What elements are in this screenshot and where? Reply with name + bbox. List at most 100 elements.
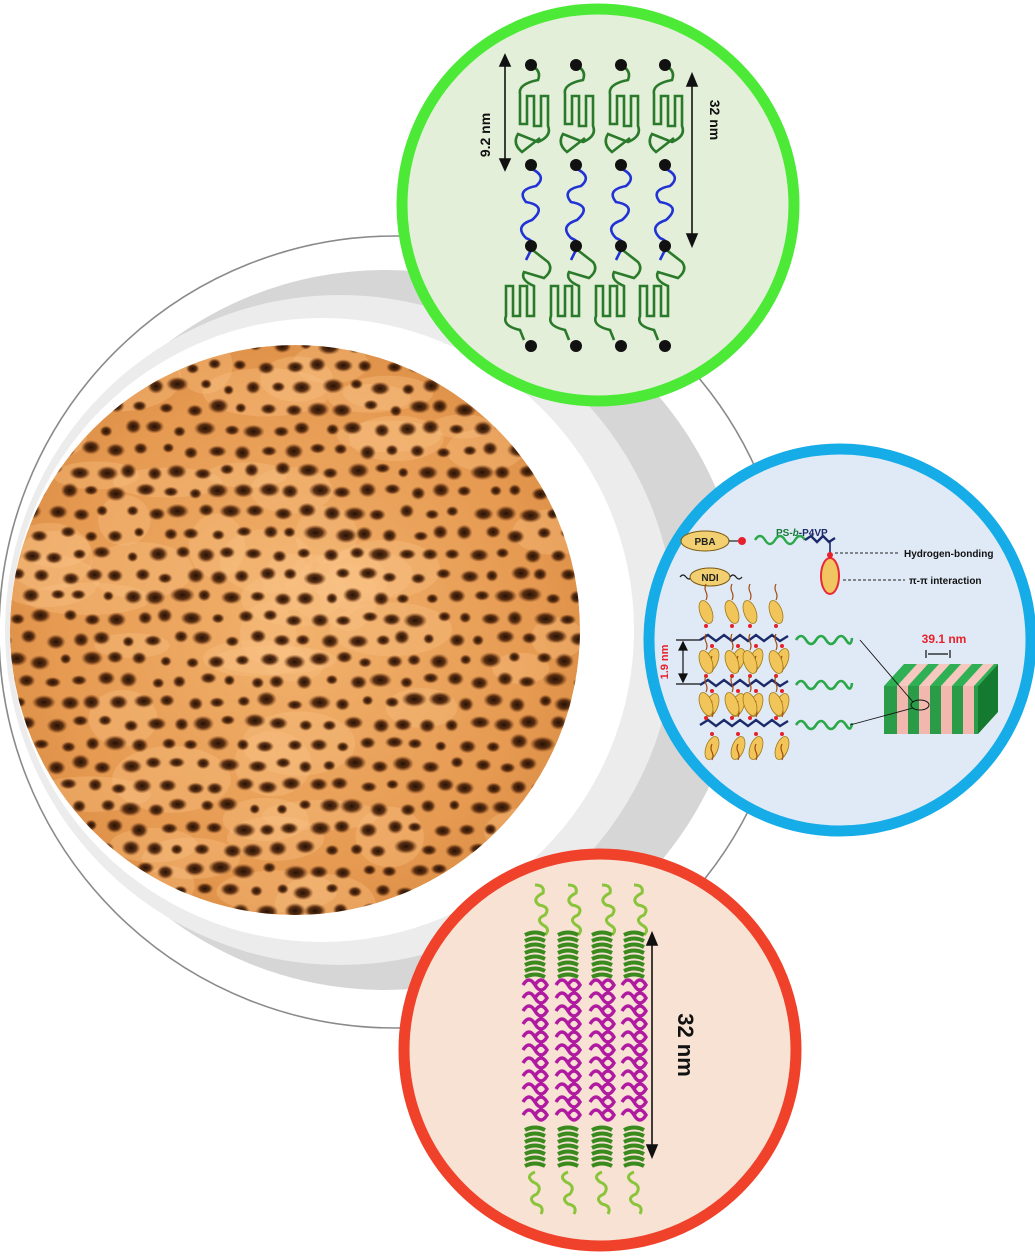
afm-pore [70,589,87,600]
afm-pore [458,739,477,754]
afm-pore [157,572,173,584]
afm-pore [499,762,516,774]
afm-pore [200,799,215,812]
afm-pore [46,634,66,650]
afm-pore [355,526,374,542]
spacing-arrow [676,639,700,685]
afm-pore [319,798,341,814]
afm-pore [255,904,279,915]
lamellar-block [849,639,998,734]
afm-pore [161,737,177,750]
afm-pore [172,425,187,438]
afm-pore [432,524,449,540]
afm-pore [56,357,72,372]
afm-pore [170,843,184,855]
ndi-unit [730,736,746,760]
pba-end [730,716,734,720]
afm-pore [307,694,332,711]
afm-pore [369,844,387,858]
afm-pore [459,570,480,584]
afm-pore [447,589,466,604]
afm-pore [295,591,315,606]
afm-pore [409,444,426,458]
pba-end [736,732,740,736]
afm-pore [184,819,202,834]
afm-pore [158,694,175,707]
afm-pore [393,838,418,854]
afm-pore [100,799,116,812]
afm-pore [308,865,329,879]
afm-pore [135,483,157,497]
afm-pore [322,760,336,771]
afm-pore [63,609,78,622]
afm-pore [454,781,475,796]
afm-pore [245,504,265,518]
afm-pore [324,844,340,856]
afm-pore [495,505,517,522]
afm-pore [347,462,370,479]
afm-pore [257,780,279,794]
alkyl-tail [780,743,784,761]
alkyl-tail [704,675,708,693]
afm-pore [207,398,230,414]
afm-pore [349,675,368,690]
afm-pore [309,442,327,454]
chain-end-dot [615,59,627,71]
afm-pore [134,568,151,582]
afm-pore [306,401,330,418]
afm-pore [308,482,333,499]
afm-pore [335,650,353,664]
afm-pore [428,653,450,670]
afm-pore [372,718,391,734]
afm-pore [259,403,278,415]
afm-pore [339,798,364,815]
afm-pore [32,738,50,750]
afm-pore [485,569,499,582]
afm-pore [144,589,166,606]
afm-pore [491,800,513,815]
afm-pore [249,629,267,644]
top-chain-column [504,59,552,352]
afm-pore [0,719,8,730]
afm-pore [385,779,400,790]
afm-pore [321,378,345,394]
afm-pore [308,357,327,372]
afm-pore [249,803,261,815]
bottom-chain-assembly [521,883,649,1215]
afm-pore [280,776,302,791]
afm-pore [485,782,503,795]
afm-pore [205,821,224,834]
p4vp-backbone [699,678,789,688]
right-supramolecular-assembly [698,583,854,761]
afm-pore [234,402,247,414]
chain-end-dot [659,59,671,71]
afm-pore [407,738,423,750]
afm-pore [421,548,439,561]
afm-pore [260,445,278,457]
afm-pore [184,861,206,877]
pba-end [754,644,758,648]
afm-pore [193,420,217,436]
afm-pore [233,445,252,461]
afm-pore [83,485,99,496]
dim-label-long: 32 nm [707,100,723,140]
afm-pore [521,632,538,645]
ndi-unit [768,600,784,624]
lamella-stripe [941,686,952,734]
afm-pore [455,524,473,541]
afm-pore [10,758,15,773]
afm-pore [182,527,200,540]
afm-pore [397,421,418,437]
afm-pore [186,782,205,795]
afm-pore [283,654,306,670]
afm-pore [209,570,229,586]
afm-pore [320,633,340,649]
afm-pore [408,399,431,414]
afm-pore [34,823,49,834]
afm-pore [130,737,149,753]
afm-pore [333,359,354,373]
alkyl-tail [730,675,734,693]
afm-pore [207,655,226,669]
afm-pore [421,760,441,774]
afm-pore [385,444,399,457]
